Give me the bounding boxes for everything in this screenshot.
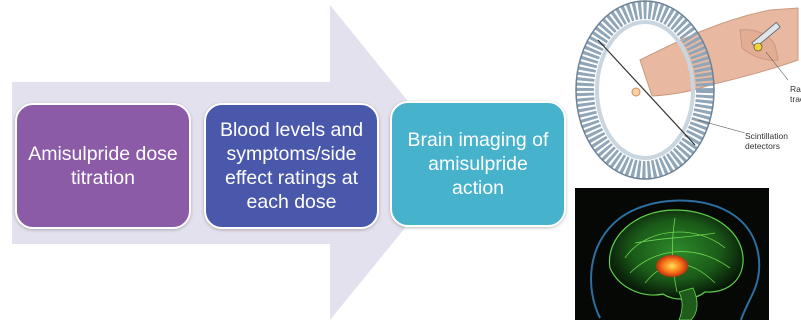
step-label-blood-levels: Blood levels and symptoms/side effect ra… [219,119,364,213]
tracer-label: Radioactive tracer [790,84,801,104]
detector-ring-inner [595,20,695,160]
step-box-blood-levels: Blood levels and symptoms/side effect ra… [204,103,379,229]
tracer-leader-line [765,51,789,81]
emission-point [631,87,641,97]
emission-line [597,39,696,146]
detector-ring-edge [575,0,715,180]
detectors-label: Scintillation detectors [745,131,788,151]
brain-scan-image [575,188,769,320]
head-outline [590,199,761,320]
step-label-brain-imaging: Brain imaging of amisulpride action [407,129,549,199]
radioactive-icon [753,42,763,52]
brainstem-shape [678,287,698,320]
brain-shape [608,209,744,300]
pet-scanner-illustration [575,0,799,180]
detector-leader-line [697,119,746,134]
detector-ring-outer [576,1,714,179]
step-label-dose-titration: Amisulpride dose titration [28,143,178,189]
activation-hotspot [656,255,688,277]
syringe-icon [751,21,781,49]
step-box-dose-titration: Amisulpride dose titration [15,103,191,229]
step-box-brain-imaging: Brain imaging of amisulpride action [390,101,566,227]
